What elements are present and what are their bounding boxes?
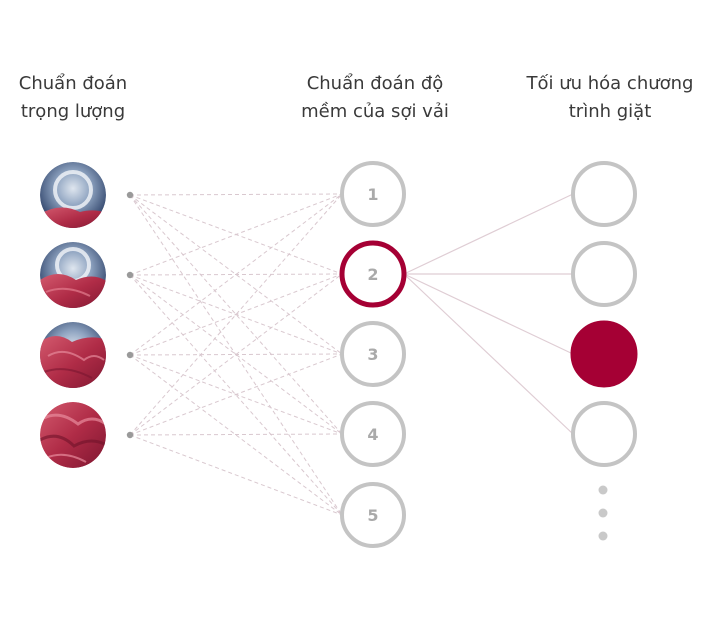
program-node <box>571 401 637 467</box>
dashed-connection <box>129 353 343 436</box>
fiber-node-5: 5 <box>340 482 406 548</box>
dashed-connection <box>129 194 343 435</box>
dashed-connection <box>129 434 343 516</box>
dashed-connection <box>129 273 343 356</box>
dashed-connection <box>129 433 343 436</box>
dashed-connection <box>129 354 343 516</box>
fiber-node-label: 3 <box>367 345 378 364</box>
more-programs-dot <box>598 485 608 495</box>
heading-wash-program-optimization: Tối ưu hóa chương trình giặt <box>526 73 694 122</box>
load-thumbnail <box>40 162 106 228</box>
solid-connection <box>403 273 574 435</box>
dashed-connection <box>129 194 343 355</box>
fiber-node-2: 2 <box>339 240 407 308</box>
dashed-connection <box>129 193 343 436</box>
fiber-node-label: 1 <box>367 185 378 204</box>
input-dot <box>126 351 134 359</box>
program-node-selected <box>570 320 638 388</box>
load-thumbnail <box>40 402 106 468</box>
load-thumbnail <box>40 242 106 308</box>
program-node <box>571 161 637 227</box>
fiber-node-ring <box>340 401 406 467</box>
dashed-connection <box>129 193 343 356</box>
dashed-connection <box>129 273 343 436</box>
heading-fiber-softness-diagnosis: Chuẩn đoán độ mềm của sợi vải <box>301 73 449 122</box>
fiber-node-label: 5 <box>367 506 378 525</box>
heading-weight-diagnosis: Chuẩn đoán trọng lượng <box>18 73 128 122</box>
input-dot <box>126 191 134 199</box>
fiber-to-program-connections <box>403 193 574 435</box>
input-to-fiber-connections <box>129 193 343 516</box>
fiber-node-ring <box>339 240 407 308</box>
input-dot <box>126 271 134 279</box>
fiber-node-label: 2 <box>367 265 378 284</box>
load-thumbnail <box>40 322 106 388</box>
solid-connection <box>403 273 574 355</box>
dashed-connection <box>129 193 343 196</box>
fiber-node-ring <box>340 321 406 387</box>
fiber-node-label: 4 <box>367 425 378 444</box>
fiber-node-ring <box>340 482 406 548</box>
more-programs-dot <box>598 531 608 541</box>
dashed-connection <box>129 193 343 276</box>
solid-connection <box>403 193 574 275</box>
more-programs-dot <box>598 508 608 518</box>
dashed-connection <box>129 274 343 516</box>
program-node <box>571 241 637 307</box>
fiber-node-3: 3 <box>340 321 406 387</box>
fiber-node-ring <box>340 161 406 227</box>
input-dot <box>126 431 134 439</box>
fiber-node-4: 4 <box>340 401 406 467</box>
fiber-node-1: 1 <box>340 161 406 227</box>
dashed-connection <box>129 274 343 435</box>
